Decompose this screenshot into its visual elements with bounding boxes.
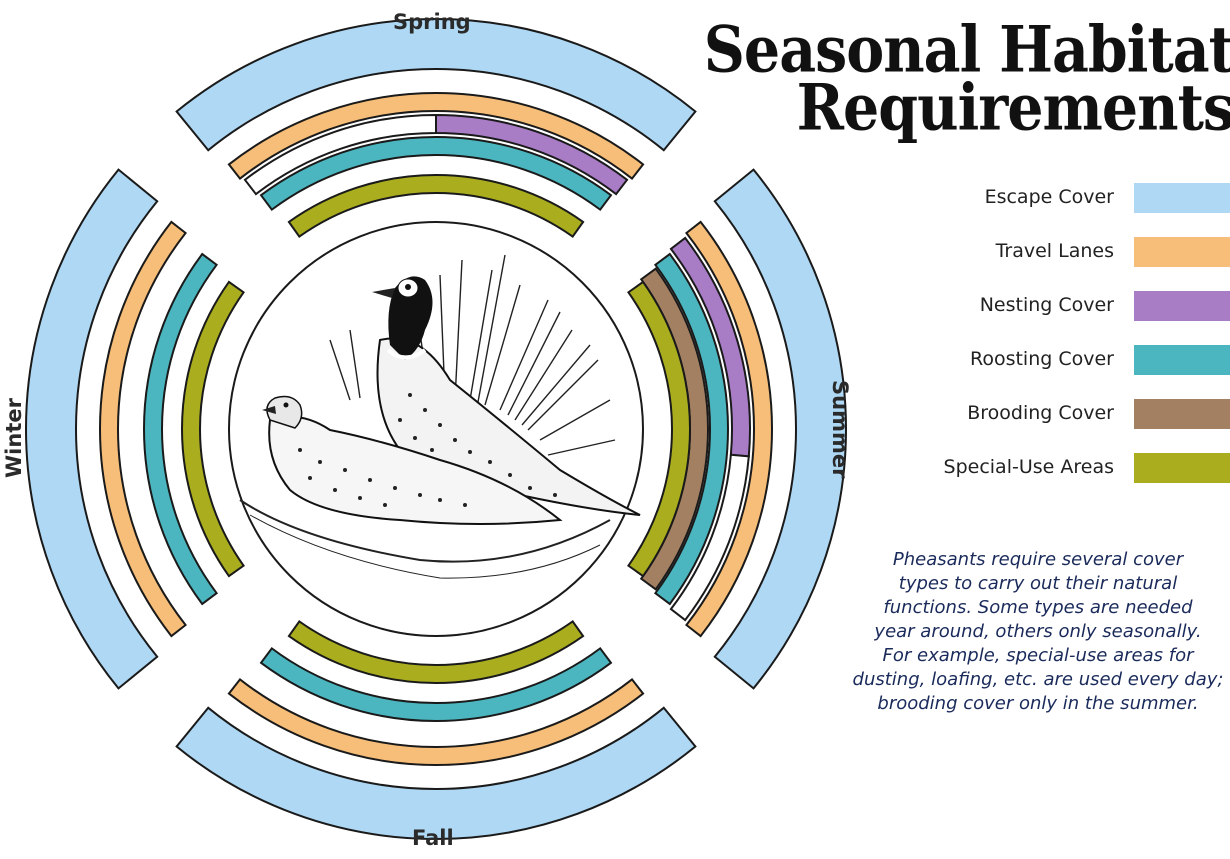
travel-lanes-band-winter	[100, 222, 186, 636]
legend-label: Roosting Cover	[970, 348, 1114, 370]
roosting-cover-band-winter	[144, 254, 217, 604]
legend-label: Escape Cover	[985, 186, 1114, 208]
legend-swatch	[1134, 237, 1230, 267]
season-label-spring: Spring	[393, 10, 471, 34]
legend-item-travel-lanes: Travel Lanes	[900, 226, 1230, 256]
caption-line: dusting, loafing, etc. are used every da…	[828, 668, 1230, 692]
legend-item-nesting-cover: Nesting Cover	[900, 280, 1230, 310]
legend-item-escape-cover: Escape Cover	[900, 172, 1230, 202]
roosting-cover-band-fall	[261, 648, 611, 721]
legend-label: Travel Lanes	[996, 240, 1114, 262]
season-label-summer: Summer	[828, 380, 852, 478]
legend-swatch	[1134, 399, 1230, 429]
escape-cover-band-fall	[177, 708, 696, 839]
legend-item-special-use-areas: Special-Use Areas	[900, 442, 1230, 472]
legend-label: Brooding Cover	[967, 402, 1114, 424]
caption-line: functions. Some types are needed	[828, 596, 1230, 620]
caption-line: For example, special-use areas for	[828, 644, 1230, 668]
seasonal-ring-diagram	[0, 0, 870, 859]
season-label-winter: Winter	[2, 398, 26, 478]
legend-label: Nesting Cover	[980, 294, 1114, 316]
legend-label: Special-Use Areas	[944, 456, 1114, 478]
caption-line: year around, others only seasonally.	[828, 620, 1230, 644]
caption-text: Pheasants require several cover types to…	[828, 548, 1230, 716]
season-label-fall: Fall	[412, 826, 454, 850]
travel-lanes-band-fall	[229, 679, 643, 765]
page-title-line-2: Requirements	[797, 70, 1230, 145]
escape-cover-band-winter	[26, 170, 157, 689]
legend-swatch	[1134, 453, 1230, 483]
caption-line: types to carry out their natural	[828, 572, 1230, 596]
legend-swatch	[1134, 291, 1230, 321]
caption-line: Pheasants require several cover	[828, 548, 1230, 572]
legend-item-brooding-cover: Brooding Cover	[900, 388, 1230, 418]
legend-item-roosting-cover: Roosting Cover	[900, 334, 1230, 364]
caption-line: brooding cover only in the summer.	[828, 692, 1230, 716]
legend-swatch	[1134, 183, 1230, 213]
legend-swatch	[1134, 345, 1230, 375]
